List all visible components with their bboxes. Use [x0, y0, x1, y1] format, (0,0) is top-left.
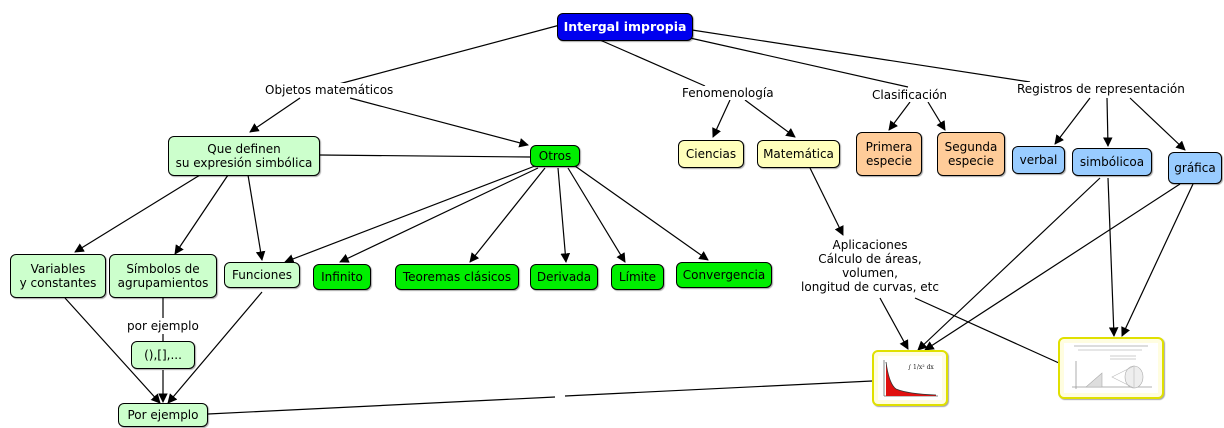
- node-verbal[interactable]: verbal: [1012, 146, 1065, 174]
- node-por-ejemplo[interactable]: Por ejemplo: [118, 403, 208, 427]
- node-teoremas[interactable]: Teoremas clásicos: [395, 264, 519, 290]
- root-node[interactable]: Intergal impropia: [557, 13, 693, 41]
- node-parentesis[interactable]: (),[],...: [131, 341, 195, 369]
- node-grafica[interactable]: gráfica: [1168, 152, 1222, 184]
- node-ciencias[interactable]: Ciencias: [678, 140, 744, 168]
- connector: [1107, 177, 1119, 337]
- node-simbolos[interactable]: Símbolos de agrupamientos: [109, 254, 217, 298]
- link-label-por-ejemplo: por ejemplo: [125, 319, 201, 333]
- connector: [207, 396, 556, 415]
- connector: [879, 297, 909, 350]
- connector: [567, 167, 626, 263]
- connector: [599, 39, 706, 87]
- connector: [914, 297, 1071, 369]
- node-segunda-especie[interactable]: Segunda especie: [937, 132, 1005, 176]
- node-variables[interactable]: Variables y constantes: [10, 254, 106, 298]
- node-aplicaciones[interactable]: Aplicaciones Cálculo de áreas, volumen, …: [793, 238, 947, 294]
- connector: [334, 24, 561, 86]
- node-derivada[interactable]: Derivada: [530, 264, 598, 290]
- link-label-objetos: Objetos matemáticos: [263, 83, 396, 97]
- node-simbolicoa[interactable]: simbólicoa: [1072, 148, 1152, 176]
- connector: [689, 37, 909, 88]
- connector: [888, 101, 911, 131]
- connector: [319, 154, 531, 158]
- connector: [167, 291, 263, 404]
- connector: [249, 97, 301, 133]
- connector: [564, 380, 873, 397]
- connector: [1103, 97, 1113, 147]
- connector: [247, 174, 266, 261]
- connector: [809, 167, 844, 236]
- node-primera-especie[interactable]: Primera especie: [856, 132, 922, 176]
- connector: [74, 174, 201, 253]
- node-otros[interactable]: Otros: [530, 145, 580, 167]
- connector: [349, 97, 529, 148]
- link-label-fenomenologia: Fenomenología: [680, 86, 776, 100]
- connector: [1121, 183, 1194, 337]
- svg-text:∫ 1/x² dx: ∫ 1/x² dx: [908, 364, 934, 371]
- connector: [917, 177, 1101, 351]
- connector: [174, 174, 229, 255]
- link-label-registros: Registros de representación: [1015, 82, 1187, 96]
- connector: [744, 99, 796, 138]
- connector: [339, 167, 539, 263]
- connector: [557, 167, 571, 263]
- node-funciones[interactable]: Funciones: [224, 262, 300, 288]
- connector: [469, 167, 546, 263]
- connector: [712, 99, 731, 138]
- thumbnail-volume-figure[interactable]: [1058, 337, 1164, 399]
- thumbnail-integral-graph[interactable]: ∫ 1/x² dx: [872, 350, 948, 406]
- node-infinito[interactable]: Infinito: [313, 264, 371, 290]
- connector: [64, 297, 161, 404]
- connector: [574, 165, 709, 261]
- connector: [1129, 97, 1186, 151]
- node-convergencia[interactable]: Convergencia: [676, 262, 772, 288]
- connector: [691, 29, 1031, 83]
- connector: [1054, 97, 1091, 145]
- volume-figure-image: [1072, 345, 1152, 389]
- connector: [284, 165, 536, 264]
- link-label-clasificacion: Clasificación: [870, 88, 950, 102]
- integral-curve-image: ∫ 1/x² dx: [883, 360, 938, 397]
- node-limite[interactable]: Límite: [611, 264, 664, 290]
- node-que-definen[interactable]: Que definen su expresión simbólica: [168, 136, 320, 176]
- connector: [924, 183, 1181, 351]
- node-matematica[interactable]: Matemática: [757, 140, 840, 168]
- connector: [927, 101, 946, 131]
